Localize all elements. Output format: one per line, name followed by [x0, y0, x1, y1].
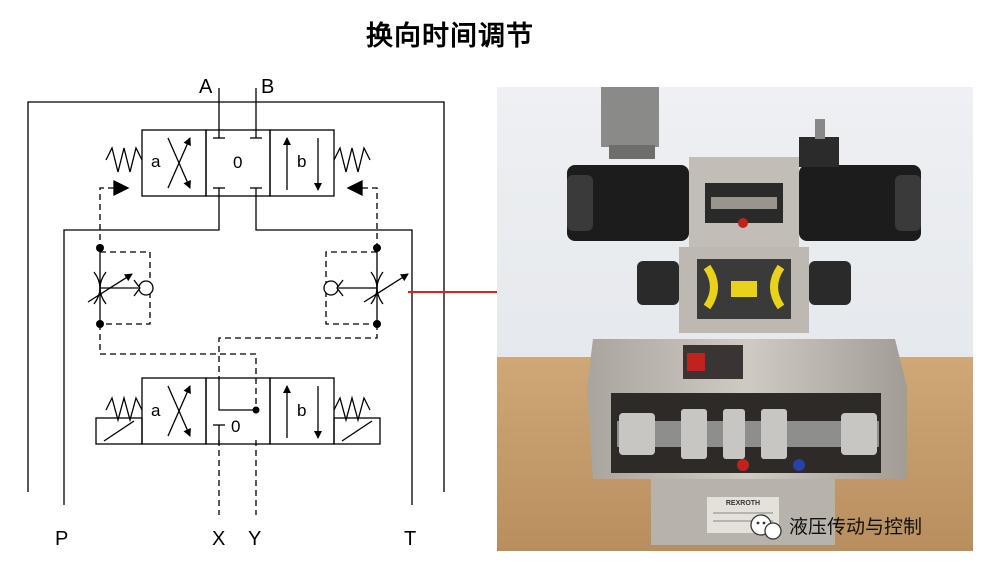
- nameplate-text: REXROTH: [726, 500, 760, 507]
- throttle-check-left: [87, 252, 154, 324]
- main-0-label: 0: [231, 417, 240, 436]
- line-pilot-t: [255, 196, 413, 505]
- junction-dots: [96, 244, 381, 414]
- pilot-a-label: a: [151, 152, 161, 171]
- pilot-spring-left: [105, 146, 143, 173]
- port-b-label: B: [261, 76, 274, 98]
- pilot-spring-right: [333, 146, 371, 173]
- throttle-check-right: [323, 252, 409, 324]
- line-pilot-p: [63, 196, 220, 505]
- diagram-title: 换向时间调节: [366, 21, 534, 52]
- watermark-text: 液压传动与控制: [789, 516, 922, 538]
- port-y-label: Y: [248, 528, 261, 550]
- watermark: 液压传动与控制: [750, 514, 922, 540]
- hydraulic-schematic: A B a 0 b a 0 b P X Y T: [27, 76, 445, 550]
- pilot-b-label: b: [297, 152, 306, 171]
- port-p-label: P: [55, 528, 68, 550]
- pilot-triangle-right: [346, 179, 363, 197]
- pilot-valve: [105, 129, 371, 197]
- main-b-label: b: [297, 401, 306, 420]
- port-t-label: T: [404, 528, 416, 550]
- valve-photo: REXROTH 液压传动与控制: [497, 87, 973, 551]
- outer-frame: [27, 101, 445, 492]
- solenoid-right: [799, 165, 921, 241]
- port-x-label: X: [212, 528, 225, 550]
- pilot-triangle-left: [113, 179, 130, 197]
- port-a-label: A: [199, 76, 213, 98]
- solenoid-left: [567, 165, 689, 241]
- main-valve: [95, 377, 381, 445]
- main-a-label: a: [151, 401, 161, 420]
- pilot-0-label: 0: [233, 153, 242, 172]
